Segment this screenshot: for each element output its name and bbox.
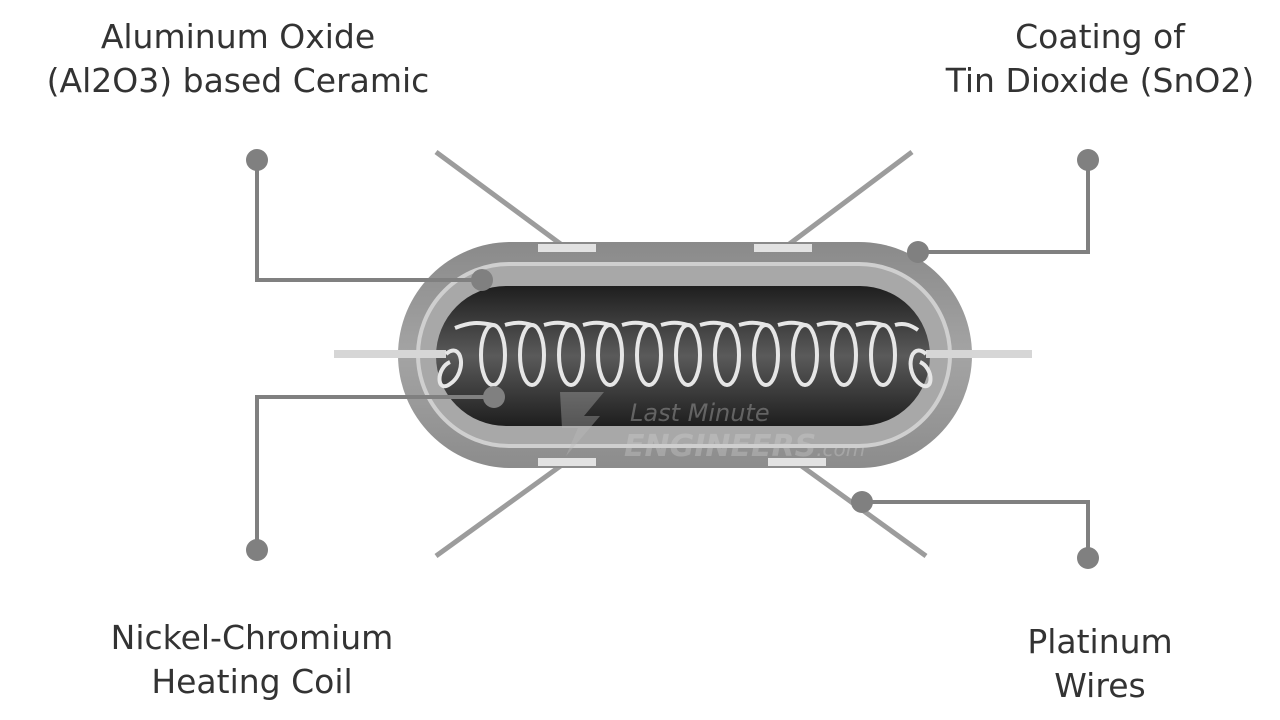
watermark-line2: ENGINEERS	[624, 429, 816, 464]
label-tin-dioxide-line1: Coating of	[1015, 17, 1185, 56]
label-alumina-line1: Aluminum Oxide	[100, 17, 376, 56]
callout-dots	[246, 149, 1099, 569]
watermark-suffix: .com	[816, 437, 865, 461]
label-heating-coil-line2: Heating Coil	[151, 662, 353, 701]
label-heating-coil-line1: Nickel-Chromium	[110, 618, 394, 657]
heating-coil	[437, 320, 933, 389]
tube-interior	[436, 286, 930, 426]
platinum-wire-top-left	[434, 149, 568, 251]
label-platinum-line2: Wires	[1054, 666, 1146, 705]
callout-platinum	[862, 500, 1090, 558]
platinum-wire-top-right	[782, 150, 914, 250]
label-tin-dioxide-line2: Tin Dioxide (SnO2)	[945, 61, 1255, 100]
label-heating-coil: Nickel-Chromium Heating Coil	[92, 616, 412, 704]
watermark-logo-icon	[560, 392, 604, 456]
callout-tin-dioxide	[918, 160, 1090, 254]
label-alumina-line2: (Al2O3) based Ceramic	[46, 61, 430, 100]
watermark-line1: Last Minute	[630, 399, 770, 427]
platinum-wire-bottom-left	[434, 459, 568, 559]
label-platinum: Platinum Wires	[1000, 620, 1200, 708]
ceramic-tube	[398, 242, 972, 468]
svg-text:ENGINEERS.com: ENGINEERS.com	[624, 429, 865, 464]
label-tin-dioxide: Coating of Tin Dioxide (SnO2)	[930, 15, 1270, 103]
watermark: Last Minute ENGINEERS.com	[560, 392, 865, 464]
callout-alumina	[255, 160, 482, 282]
callout-heating-coil	[255, 395, 494, 550]
label-platinum-line1: Platinum	[1027, 622, 1173, 661]
electrode-pads	[538, 244, 826, 466]
label-alumina: Aluminum Oxide (Al2O3) based Ceramic	[38, 15, 438, 103]
callout-lines	[255, 160, 1090, 558]
